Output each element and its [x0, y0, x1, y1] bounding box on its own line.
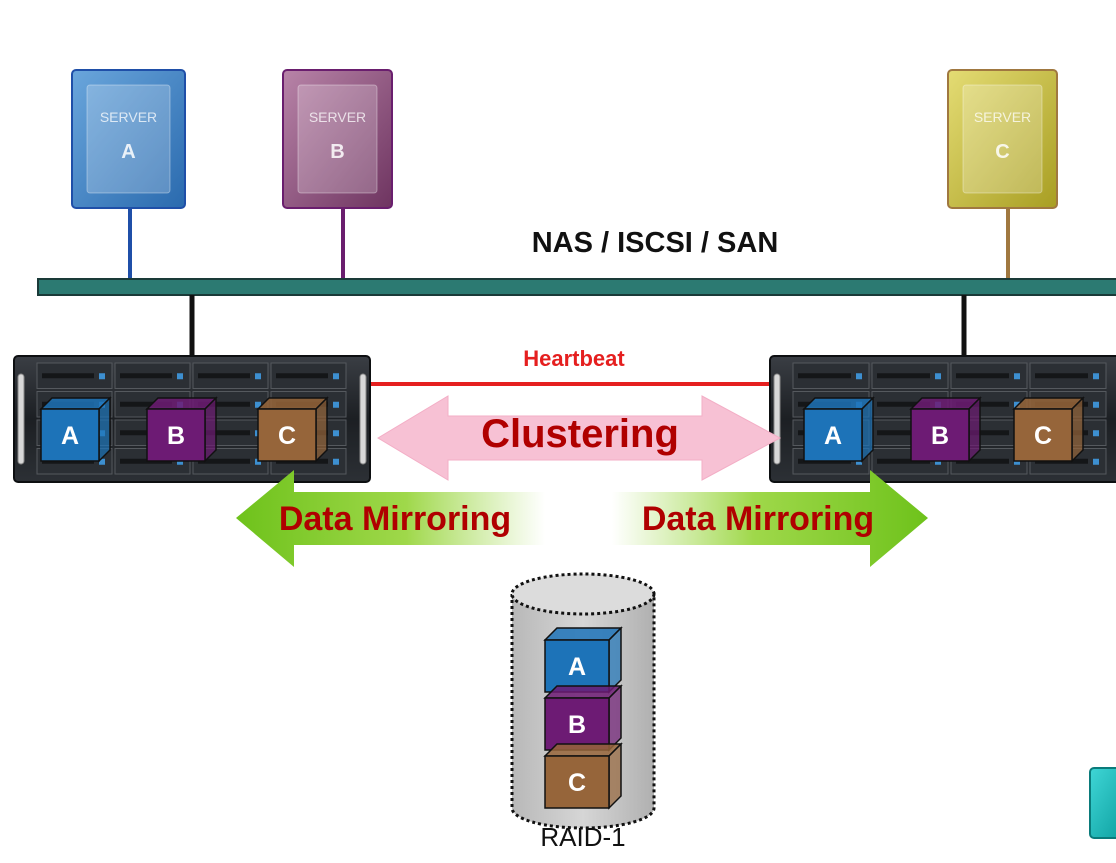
server-a: SERVER A — [71, 69, 186, 281]
network-bus — [37, 278, 1116, 296]
rack-right-block-c: C — [1012, 396, 1085, 463]
rack-right-block-a-label: A — [824, 422, 842, 450]
server-b-id: B — [330, 141, 344, 163]
mirroring-label-left: Data Mirroring — [279, 500, 511, 538]
server-c-body — [947, 69, 1058, 209]
clustering-arrow — [377, 395, 782, 481]
raid-block-a-label: A — [568, 653, 586, 681]
rack-right-block-b: B — [909, 396, 982, 463]
raid-block-a: A — [543, 626, 623, 694]
heartbeat-label: Heartbeat — [523, 346, 625, 371]
mirroring-label-right: Data Mirroring — [642, 500, 874, 538]
rack-left-block-c: C — [256, 396, 329, 463]
rack-left-block-b-label: B — [167, 422, 185, 450]
storage-node-right: A B C — [769, 355, 1116, 483]
raid-blocks: A B C — [543, 626, 623, 810]
mirroring-arrow-right — [612, 470, 928, 567]
rack-left-block-b: B — [145, 396, 218, 463]
server-a-body — [71, 69, 186, 209]
server-b-caption: SERVER — [309, 109, 366, 125]
server-a-caption: SERVER — [100, 109, 157, 125]
raid-block-b: B — [543, 684, 623, 752]
raid-block-b-label: B — [568, 711, 586, 739]
server-c-caption: SERVER — [974, 109, 1031, 125]
storage-node-left: A B C — [13, 355, 371, 483]
rack-right-block-a: A — [802, 396, 875, 463]
server-b: SERVER B — [282, 69, 393, 281]
server-c: SERVER C — [947, 69, 1058, 281]
network-label: NAS / ISCSI / SAN — [532, 227, 779, 259]
server-a-id: A — [121, 141, 135, 163]
raid-block-c: C — [543, 742, 623, 810]
rack-left-block-c-label: C — [278, 422, 296, 450]
rack-right-block-b-label: B — [931, 422, 949, 450]
corner-widget — [1089, 767, 1116, 839]
server-b-body — [282, 69, 393, 209]
rack-right-block-c-label: C — [1034, 422, 1052, 450]
clustering-label: Clustering — [481, 412, 679, 456]
raid-label: RAID-1 — [540, 822, 625, 852]
mirroring-arrow-left — [236, 470, 545, 567]
rack-left-block-a-label: A — [61, 422, 79, 450]
server-c-id: C — [995, 141, 1009, 163]
rack-left-block-a: A — [39, 396, 112, 463]
raid-block-c-label: C — [568, 769, 586, 797]
